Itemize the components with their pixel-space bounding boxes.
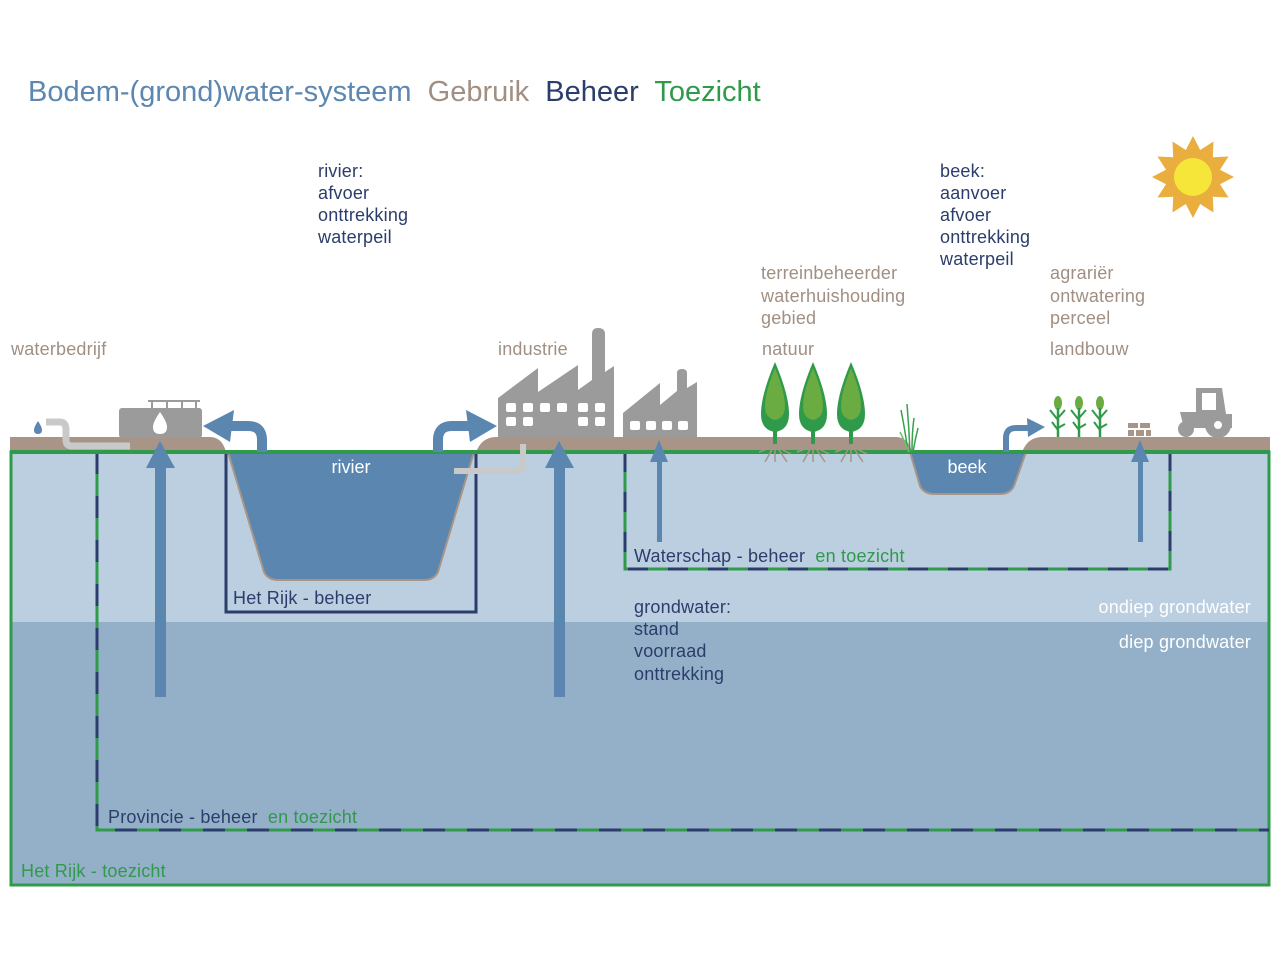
bricks-icon xyxy=(1128,423,1151,436)
river-task-line: onttrekking xyxy=(318,205,408,225)
tree-icon xyxy=(758,362,792,463)
river-tasks: rivier: afvoer onttrekking waterpeil xyxy=(317,161,413,247)
river-task-line: rivier: xyxy=(318,161,363,181)
site-manager-line: waterhuishouding xyxy=(760,286,905,306)
flow-arrow-icon xyxy=(1131,440,1149,542)
site-manager-line: gebied xyxy=(761,308,816,328)
stream-task-line: waterpeil xyxy=(939,249,1014,269)
waterboard-supervise: en toezicht xyxy=(815,546,904,566)
diagram-title: Bodem-(grond)water-systeem Gebruik Behee… xyxy=(28,76,761,108)
stream-task-line: onttrekking xyxy=(940,227,1030,247)
waterboard-manage: Waterschap - beheer xyxy=(634,546,805,566)
flow-arrow-icon xyxy=(146,441,175,697)
groundwater-task-line: voorraad xyxy=(634,641,707,661)
tree-icon xyxy=(834,362,868,463)
farmer-line: ontwatering xyxy=(1050,286,1145,306)
province-supervise: en toezicht xyxy=(268,807,357,827)
soil-surface xyxy=(10,437,1270,452)
deep-groundwater-label: diep grondwater xyxy=(1119,632,1251,652)
natuur-label: natuur xyxy=(762,339,814,359)
title-management: Beheer xyxy=(545,76,639,108)
flow-arrow-icon xyxy=(650,440,668,542)
water-tank-icon xyxy=(119,400,202,438)
stream-label: beek xyxy=(947,457,987,477)
waterbedrijf-label: waterbedrijf xyxy=(10,339,107,359)
title-use: Gebruik xyxy=(428,76,530,108)
site-manager-tasks: terreinbeheerder waterhuishouding gebied xyxy=(760,263,911,328)
waterboard-label: Waterschap - beheer en toezicht xyxy=(634,546,905,566)
waterboard-zone xyxy=(623,452,1172,571)
river-task-line: afvoer xyxy=(318,183,369,203)
flow-arrow-icon xyxy=(203,410,267,452)
river-label: rivier xyxy=(332,457,371,477)
site-manager-line: terreinbeheerder xyxy=(761,263,897,283)
tractor-icon xyxy=(1178,388,1232,438)
reed-icon xyxy=(899,403,919,453)
province-label: Provincie - beheer en toezicht xyxy=(108,807,357,827)
landbouw-label: landbouw xyxy=(1050,339,1129,359)
rijk-management-label: Het Rijk - beheer xyxy=(233,588,371,608)
factory-icon xyxy=(623,369,697,437)
shallow-groundwater-label: ondiep grondwater xyxy=(1098,597,1251,617)
river-channel xyxy=(226,451,476,581)
farmer-line: perceel xyxy=(1050,308,1110,328)
title-system: Bodem-(grond)water-systeem xyxy=(28,76,412,108)
groundwater-tasks: grondwater: stand voorraad onttrekking xyxy=(634,597,736,684)
title-supervision: Toezicht xyxy=(654,76,760,108)
stream-task-line: afvoer xyxy=(940,205,991,225)
water-drop-icon xyxy=(34,421,42,434)
river-task-line: waterpeil xyxy=(317,227,392,247)
farmer-tasks: agrariër ontwatering perceel xyxy=(1050,263,1150,328)
corn-plant-icon xyxy=(1049,396,1066,437)
deep-groundwater-layer xyxy=(10,622,1270,886)
flow-arrow-icon xyxy=(1003,418,1045,452)
corn-plant-icon xyxy=(1091,396,1108,437)
flow-arrow-icon xyxy=(545,441,574,697)
stream-tasks: beek: aanvoer afvoer onttrekking waterpe… xyxy=(939,161,1035,269)
rijk-supervision-label: Het Rijk - toezicht xyxy=(21,861,166,881)
rijk-management-zone xyxy=(224,452,478,614)
groundwater-task-line: stand xyxy=(634,619,679,639)
groundwater-task-line: grondwater: xyxy=(634,597,731,617)
sun-icon xyxy=(1152,136,1234,218)
industrie-label: industrie xyxy=(498,339,568,359)
corn-plant-icon xyxy=(1070,396,1087,437)
industry-pipe-icon xyxy=(454,444,526,474)
province-manage: Provincie - beheer xyxy=(108,807,258,827)
tap-pipe-icon xyxy=(46,418,130,450)
flow-arrow-icon xyxy=(433,410,497,452)
stream-task-line: beek: xyxy=(940,161,985,181)
factory-icon xyxy=(498,328,614,437)
stream-channel xyxy=(908,451,1028,495)
stream-task-line: aanvoer xyxy=(940,183,1006,203)
groundwater-task-line: onttrekking xyxy=(634,664,724,684)
province-zone xyxy=(95,452,1269,832)
farmer-line: agrariër xyxy=(1050,263,1114,283)
shallow-groundwater-layer xyxy=(10,452,1270,622)
tree-icon xyxy=(796,362,830,463)
